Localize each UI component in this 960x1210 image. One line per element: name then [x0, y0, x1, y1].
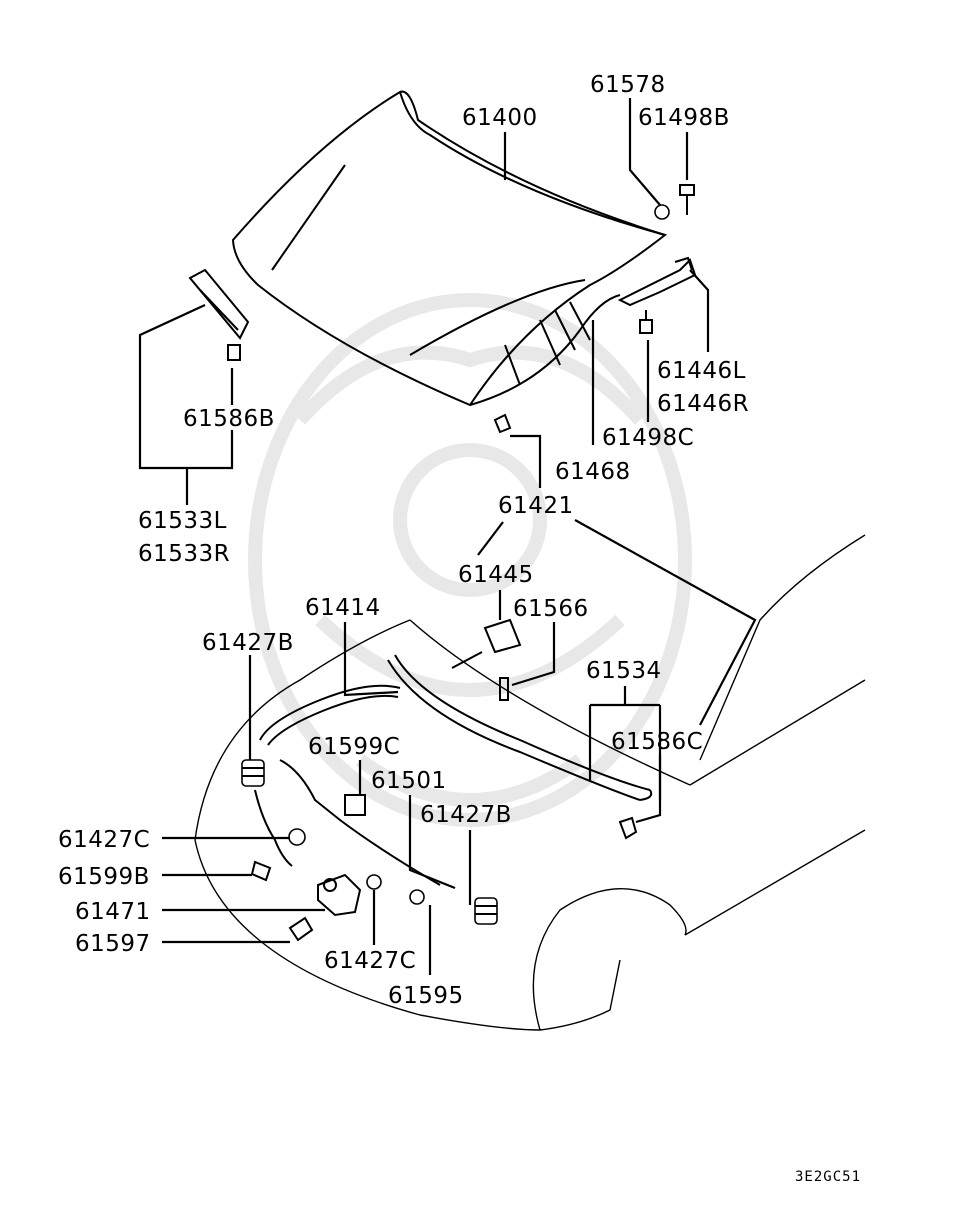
label-61446L: 61446L: [657, 358, 746, 384]
hood-seal-61534: [387, 654, 653, 801]
label-61586B: 61586B: [183, 406, 275, 432]
label-61498C: 61498C: [602, 425, 694, 451]
label-61468: 61468: [555, 459, 631, 485]
weatherstrip-61533: [188, 268, 250, 361]
bumper-61427B-right: [474, 897, 498, 925]
small-clips: [250, 413, 638, 942]
label-61586C: 61586C: [611, 729, 703, 755]
label-61566: 61566: [513, 596, 589, 622]
label-61421: 61421: [498, 493, 574, 519]
label-61498B: 61498B: [638, 105, 730, 131]
label-61595: 61595: [388, 983, 464, 1009]
hood-latch-61471: [317, 873, 362, 917]
bumper-61427B-left: [241, 759, 265, 787]
release-cable-61414: [254, 684, 441, 886]
label-61400: 61400: [462, 105, 538, 131]
hood-panel: [231, 90, 668, 407]
watermark-emblem: [248, 293, 692, 827]
car-body-outline: [194, 534, 866, 1031]
part-labels: 61578 61498B 61400 61446L 61446R 61498C …: [58, 72, 861, 1185]
label-61427C-left: 61427C: [58, 827, 150, 853]
label-61533R: 61533R: [138, 541, 230, 567]
label-61446R: 61446R: [657, 391, 749, 417]
label-61534: 61534: [586, 658, 662, 684]
label-61599B: 61599B: [58, 864, 150, 890]
label-61578: 61578: [590, 72, 666, 98]
diagram-code: 3E2GC51: [795, 1169, 861, 1185]
label-61427C-bottom: 61427C: [324, 948, 416, 974]
label-61599C: 61599C: [308, 734, 400, 760]
leader-lines: [138, 98, 757, 975]
label-61597: 61597: [75, 931, 151, 957]
label-61427B-top: 61427B: [202, 630, 294, 656]
label-61471: 61471: [75, 899, 151, 925]
label-61445: 61445: [458, 562, 534, 588]
label-61533L: 61533L: [138, 508, 227, 534]
label-61414: 61414: [305, 595, 381, 621]
label-61427B-mid: 61427B: [420, 802, 512, 828]
label-61501: 61501: [371, 768, 447, 794]
